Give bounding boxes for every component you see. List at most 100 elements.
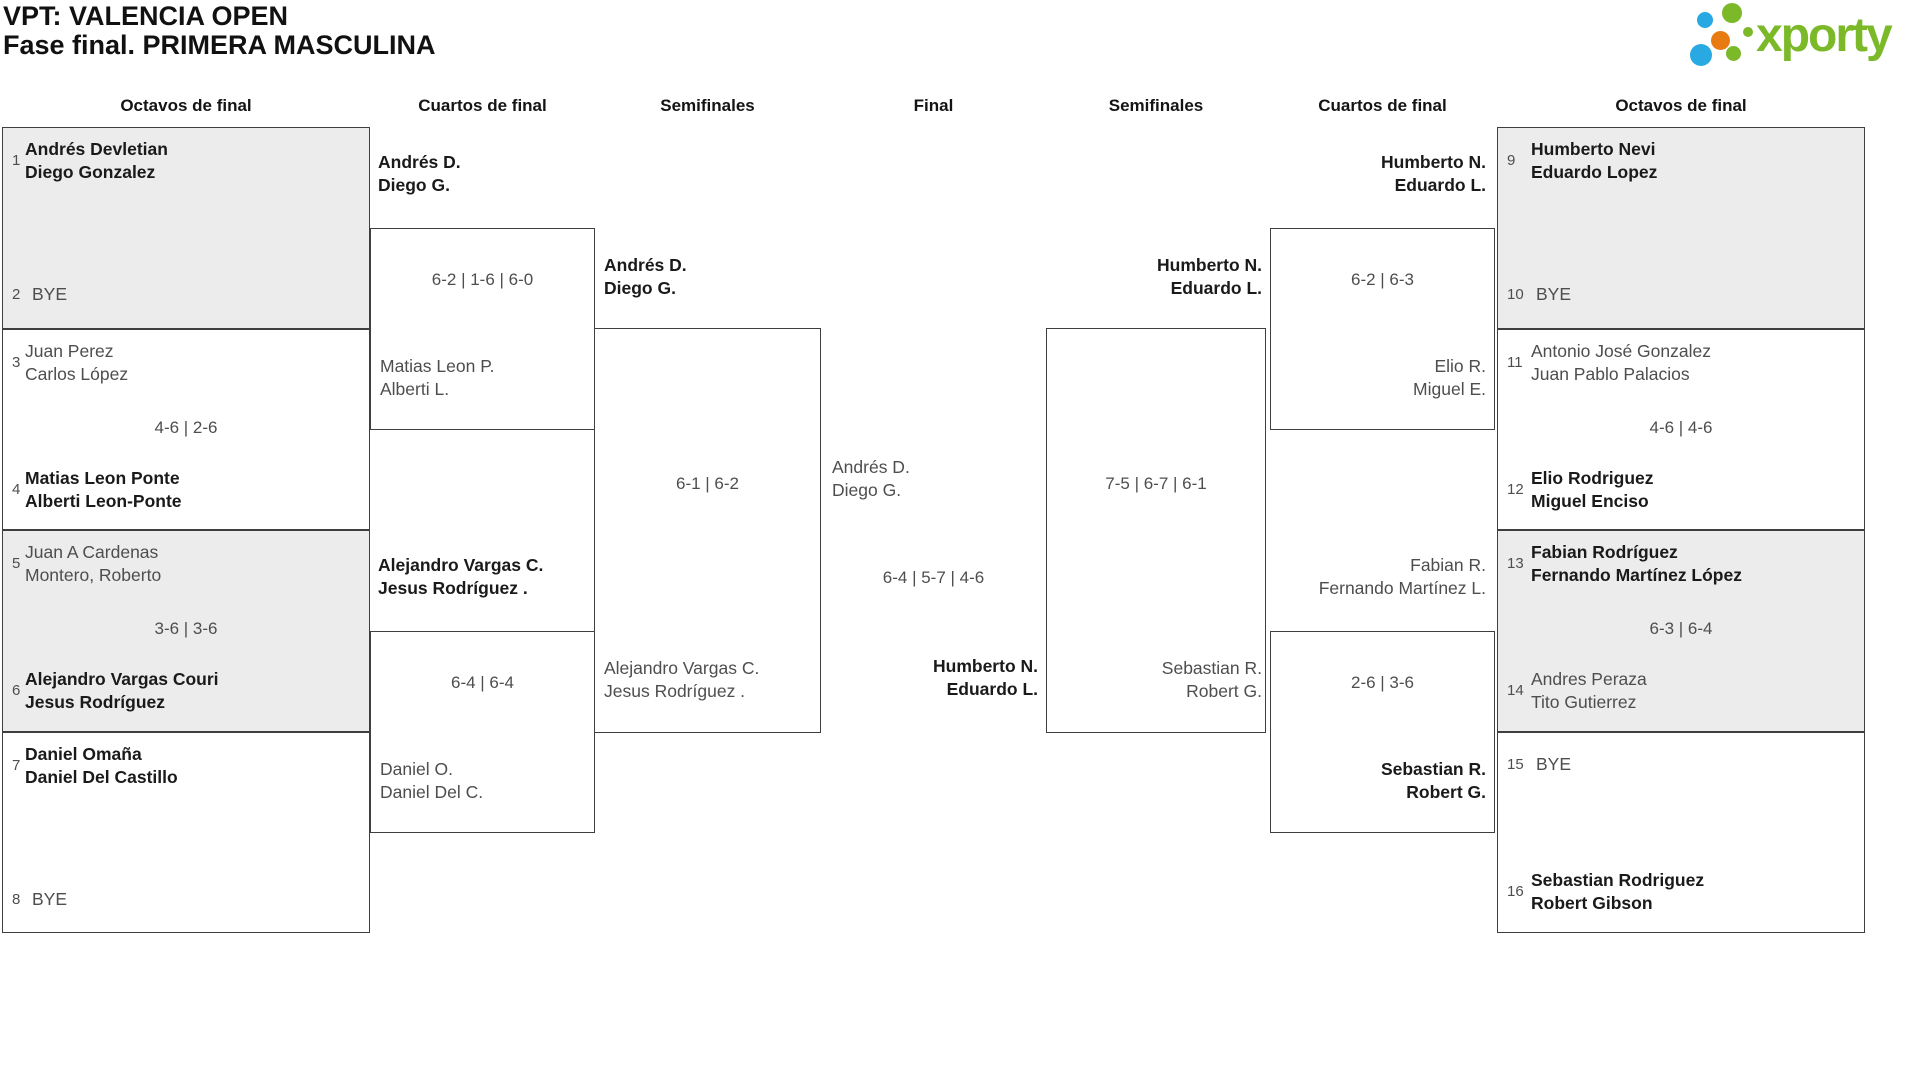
player-name: Andres Peraza [1531,669,1647,689]
qf-right-2-winner: Sebastian R. Robert G. [1270,758,1486,804]
seed-number-1: 1 [12,152,21,169]
seed-number-9: 9 [1507,152,1516,169]
match-box-seeds-9-10 [1497,127,1865,329]
qf-left-1-winner: Andrés D. Diego G. [378,151,461,197]
match-box-qf-left-2 [370,631,595,833]
player-name: Juan A Cardenas [25,542,159,562]
player-name: Fernando Martínez López [1531,565,1742,585]
player-name: Humberto N. [1381,152,1486,172]
match-score-seeds-11-12: 4-6 | 4-6 [1649,418,1713,437]
qf-left-2-winner: Alejandro Vargas C. Jesus Rodríguez . [378,554,543,600]
seed-number-7: 7 [12,757,21,774]
xporty-logo-text: xporty [1756,9,1893,62]
player-name: Alejandro Vargas Couri [25,669,219,689]
match-score-qf-left-2: 6-4 | 6-4 [450,673,514,692]
sf-right-winner: Humberto N. Eduardo L. [1046,254,1262,300]
team-seed-6: Alejandro Vargas Couri Jesus Rodríguez [25,668,219,714]
player-name: Tito Gutierrez [1531,692,1637,712]
round-header-cuartos-right: Cuartos de final [1318,96,1447,115]
phase-category: Fase final. PRIMERA MASCULINA [3,30,436,60]
player-name: Miguel E. [1413,379,1486,399]
seed-number-10: 10 [1507,286,1524,303]
player-name: Robert G. [1186,681,1262,701]
seed-number-15: 15 [1507,756,1524,773]
match-box-seeds-5-6 [2,530,370,732]
match-score-seeds-3-4: 4-6 | 2-6 [154,418,218,437]
player-name: Diego G. [604,278,676,298]
player-name: Montero, Roberto [25,565,162,585]
logo-dot-green-tiny-icon [1743,27,1753,37]
match-box-sf-left [594,328,821,733]
bye-entry-10: BYE [1536,284,1572,304]
player-name: Robert Gibson [1531,893,1653,913]
logo-dot-orange-icon [1711,31,1730,50]
seed-number-13: 13 [1507,555,1524,572]
sf-left-winner: Andrés D. Diego G. [604,254,687,300]
team-seed-7: Daniel Omaña Daniel Del Castillo [25,743,178,789]
match-box-seeds-13-14 [1497,530,1865,732]
player-name: Fernando Martínez L. [1318,578,1486,598]
player-name: Alberti L. [380,379,450,399]
player-name: Matias Leon P. [380,356,495,376]
sf-left-loser: Alejandro Vargas C. Jesus Rodríguez . [604,657,759,703]
seed-number-4: 4 [12,481,21,498]
team-seed-1: Andrés Devletian Diego Gonzalez [25,138,168,184]
match-score-qf-right-2: 2-6 | 3-6 [1350,673,1414,692]
match-box-sf-right [1046,328,1266,733]
team-seed-3: Juan Perez Carlos López [25,340,128,386]
logo-dot-green-large-icon [1722,3,1742,23]
player-name: Fabian R. [1410,555,1486,575]
player-name: Andrés D. [378,152,461,172]
match-score-seeds-5-6: 3-6 | 3-6 [154,619,218,638]
seed-number-16: 16 [1507,883,1524,900]
team-seed-4: Matias Leon Ponte Alberti Leon-Ponte [25,467,182,513]
match-box-qf-right-2 [1270,631,1495,833]
round-header-final: Final [913,96,954,115]
seed-number-14: 14 [1507,682,1524,699]
seed-number-6: 6 [12,682,21,699]
round-header-semifinales-right: Semifinales [1108,96,1204,115]
round-header-cuartos-left: Cuartos de final [418,96,547,115]
round-header-semifinales-left: Semifinales [660,96,755,115]
player-name: Sebastian R. [1380,759,1486,779]
player-name: Alejandro Vargas C. [378,555,544,575]
seed-number-8: 8 [12,891,21,908]
seed-number-2: 2 [12,286,21,303]
match-score-sf-left: 6-1 | 6-2 [675,474,739,493]
round-header-octavos-right: Octavos de final [1615,96,1747,115]
player-name: Sebastian Rodriguez [1531,870,1705,890]
seed-number-3: 3 [12,354,21,371]
player-name: Elio R. [1434,356,1486,376]
team-seed-5: Juan A Cardenas Montero, Roberto [25,541,161,587]
player-name: Jesus Rodríguez [25,692,166,712]
match-box-qf-left-1 [370,228,595,430]
qf-left-2-loser: Daniel O. Daniel Del C. [380,758,483,804]
team-seed-14: Andres Peraza Tito Gutierrez [1531,668,1647,714]
player-name: Fabian Rodríguez [1531,542,1678,562]
match-box-seeds-3-4 [2,329,370,530]
player-name: Humberto N. [933,656,1038,676]
xporty-logo: xporty [1685,0,1917,78]
qf-right-1-winner: Humberto N. Eduardo L. [1270,151,1486,197]
player-name: Diego G. [378,175,450,195]
player-name: Jesus Rodríguez . [604,681,746,701]
final-runner-up: Andrés D. Diego G. [832,456,910,502]
player-name: Daniel Del C. [380,782,484,802]
logo-dot-blue-large-icon [1690,44,1712,66]
match-score-seeds-13-14: 6-3 | 6-4 [1649,619,1713,638]
final-champion: Humberto N. Eduardo L. [820,655,1038,701]
player-name: Humberto Nevi [1531,139,1656,159]
player-name: Andrés D. [832,457,910,477]
player-name: Diego G. [832,480,902,500]
bye-entry-8: BYE [32,889,68,909]
player-name: Daniel Del Castillo [25,767,178,787]
qf-right-1-loser: Elio R. Miguel E. [1270,355,1486,401]
match-box-seeds-11-12 [1497,329,1865,530]
team-seed-12: Elio Rodriguez Miguel Enciso [1531,467,1654,513]
match-box-qf-right-1 [1270,228,1495,430]
player-name: Robert G. [1406,782,1486,802]
player-name: Eduardo L. [946,679,1038,699]
player-name: Andrés D. [604,255,687,275]
page-title: VPT: VALENCIA OPEN Fase final. PRIMERA M… [3,2,436,60]
team-seed-9: Humberto Nevi Eduardo Lopez [1531,138,1657,184]
